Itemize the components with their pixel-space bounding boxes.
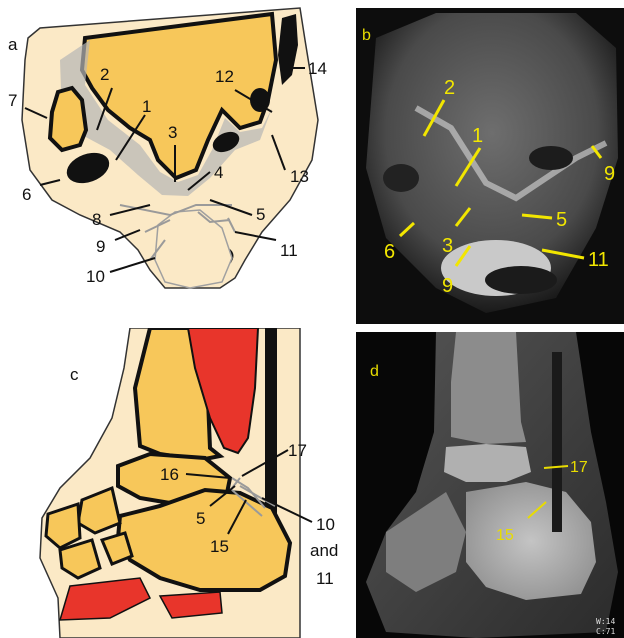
label-d-15: 15: [496, 527, 514, 544]
label-a-12: 12: [215, 67, 234, 86]
label-a-14: 14: [308, 59, 327, 78]
panel-b: b 2 1 9 5 6 3 9 11: [356, 8, 624, 324]
label-c-11: 11: [316, 569, 334, 588]
label-b-5: 5: [556, 209, 567, 231]
panel-d-mri: d 17 15 W:14 C:71: [356, 332, 624, 638]
panel-a: a 1 2 3 4 5 6 7 8 9 10 11 12 13 14: [0, 0, 350, 320]
label-b-3: 3: [442, 235, 453, 257]
mri-d-talus: [444, 444, 531, 482]
label-d-17: 17: [570, 459, 588, 476]
corner-text-c: C:71: [596, 627, 615, 636]
label-a-2: 2: [100, 65, 109, 84]
label-c-and: and: [310, 541, 338, 560]
label-b-1: 1: [472, 125, 483, 147]
fibula-bone: [50, 88, 86, 150]
panel-letter-c: c: [70, 365, 79, 384]
label-a-5: 5: [256, 205, 265, 224]
label-a-11: 11: [280, 241, 298, 260]
label-a-4: 4: [214, 163, 223, 182]
label-c-15: 15: [210, 537, 229, 556]
mri-d-achilles: [552, 352, 562, 532]
panel-b-mri: b 2 1 9 5 6 3 9 11: [356, 8, 624, 324]
panel-letter-a: a: [8, 35, 18, 54]
panel-letter-b: b: [362, 27, 371, 44]
panel-c: c 16 17 5 15 10 and 11: [0, 328, 350, 638]
label-b-9-bottom: 9: [442, 275, 453, 297]
label-a-7: 7: [8, 91, 17, 110]
muscle-c-plantar-2: [160, 592, 222, 618]
label-b-6: 6: [384, 241, 395, 263]
label-a-13: 13: [290, 167, 309, 186]
label-c-16: 16: [160, 465, 179, 484]
mri-b-tendon: [529, 146, 573, 170]
label-a-9: 9: [96, 237, 105, 256]
label-a-8: 8: [92, 210, 101, 229]
label-c-10: 10: [316, 515, 335, 534]
mri-d-tibia: [451, 332, 526, 444]
panel-d: d 17 15 W:14 C:71: [356, 332, 624, 638]
corner-text-w: W:14: [596, 617, 615, 626]
panel-a-diagram: a 1 2 3 4 5 6 7 8 9 10 11 12 13 14: [0, 0, 350, 320]
label-b-11: 11: [588, 249, 609, 271]
label-a-6: 6: [22, 185, 31, 204]
label-c-17: 17: [288, 441, 307, 460]
panel-letter-d: d: [370, 363, 379, 380]
label-c-5: 5: [196, 509, 205, 528]
mri-b-dark-spot: [485, 266, 557, 294]
label-b-9-top: 9: [604, 163, 615, 185]
panel-c-diagram: c 16 17 5 15 10 and 11: [0, 328, 350, 638]
label-a-3: 3: [168, 123, 177, 142]
label-b-2: 2: [444, 77, 455, 99]
label-a-10: 10: [86, 267, 105, 286]
label-a-1: 1: [142, 97, 151, 116]
mri-b-tendon-2: [383, 164, 419, 192]
